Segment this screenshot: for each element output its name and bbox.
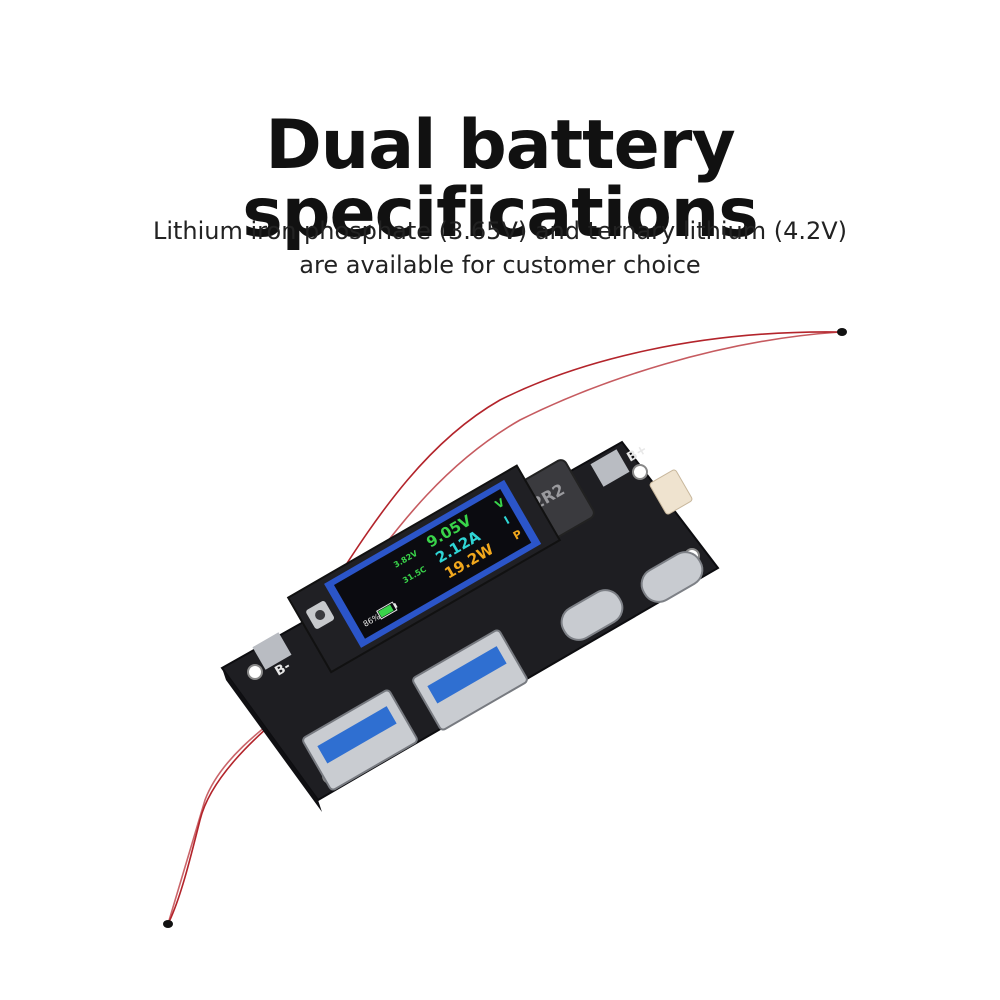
usb-a-port-2 [302, 689, 418, 791]
headline: Dual battery specifications [242, 106, 758, 253]
thermistor-wires [167, 331, 841, 925]
b-minus-label: B- [273, 659, 294, 680]
thermistor-probe-bottom [163, 920, 173, 928]
subheadline-line-2: are available for customer choice [299, 251, 701, 279]
display-module: V I P 9.05V 2.12A 19.2W 3.82V 31.5C 86% [286, 464, 562, 674]
thermistor-probe-top [837, 328, 847, 336]
battery-icon [376, 601, 398, 620]
battery-fill [378, 604, 394, 618]
current-label: I [502, 514, 512, 527]
usb-a-port-1 [412, 629, 528, 731]
subheadline: Lithium iron phosphate (3.65V) and terna… [0, 214, 1000, 282]
subheadline-line-1: Lithium iron phosphate (3.65V) and terna… [152, 217, 848, 245]
pcb-board: B+ B- 2R2 [220, 440, 720, 812]
